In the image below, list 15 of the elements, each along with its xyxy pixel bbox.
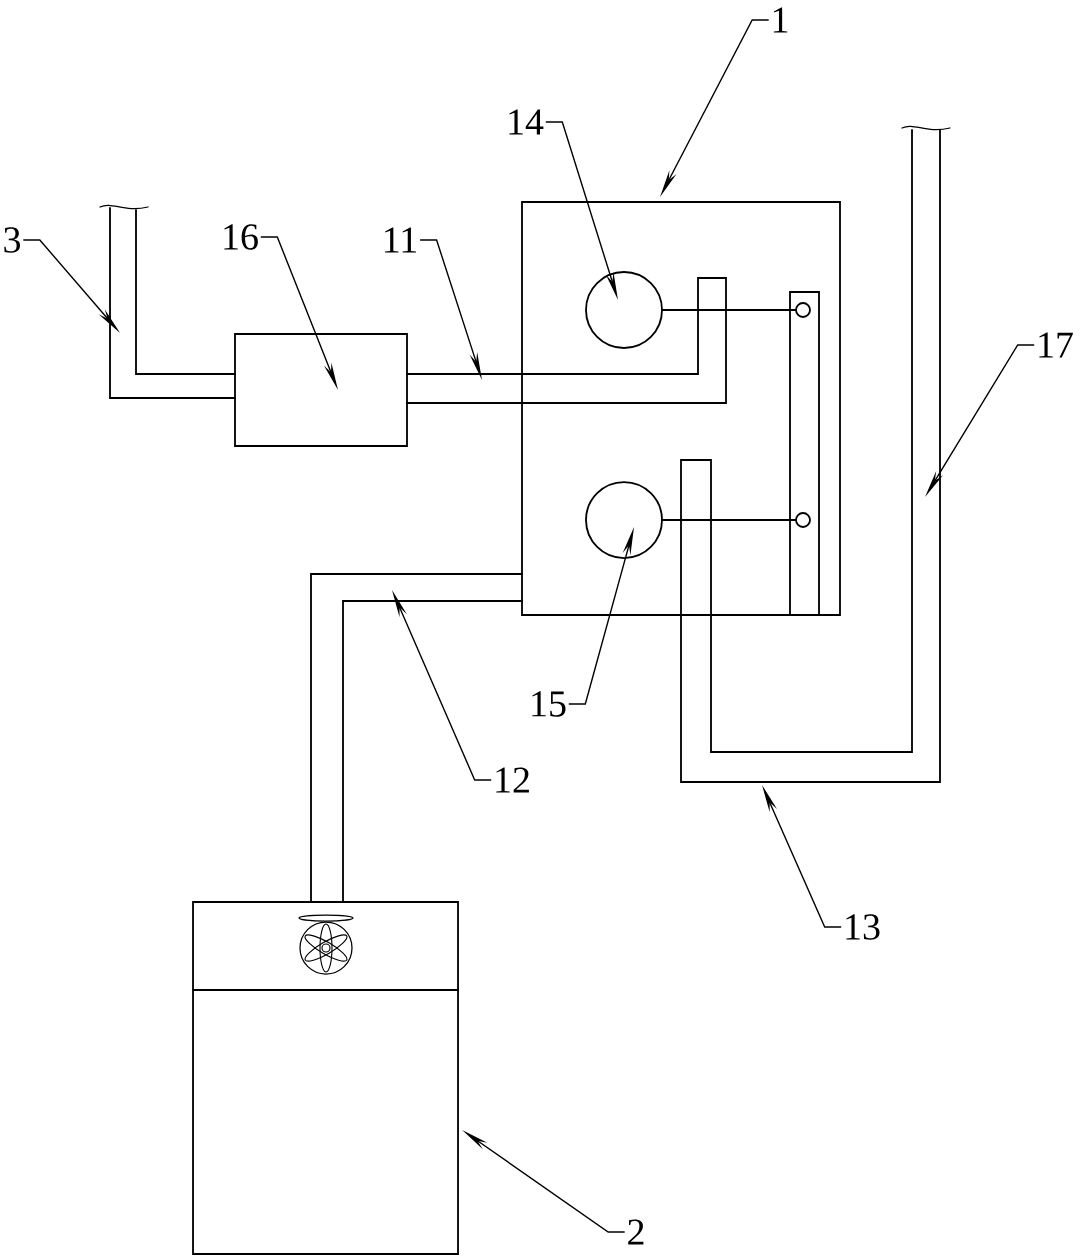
callout-number: 16 [224, 224, 258, 250]
filter-box [234, 333, 408, 447]
motor-circle [585, 481, 663, 559]
callout-number: 14 [509, 109, 544, 135]
callout-number: 11 [385, 227, 416, 253]
motor-circle [585, 271, 663, 349]
callout-number: 3 [4, 227, 20, 253]
callout-number: 1 [773, 7, 788, 33]
housing-box [521, 201, 841, 616]
callout-number: 17 [1039, 332, 1073, 358]
callout-number: 2 [628, 1219, 644, 1245]
callout-number: 12 [496, 767, 529, 793]
tank-drawing [192, 901, 459, 1255]
callout-number: 15 [532, 691, 566, 717]
callout-number: 13 [846, 914, 880, 940]
